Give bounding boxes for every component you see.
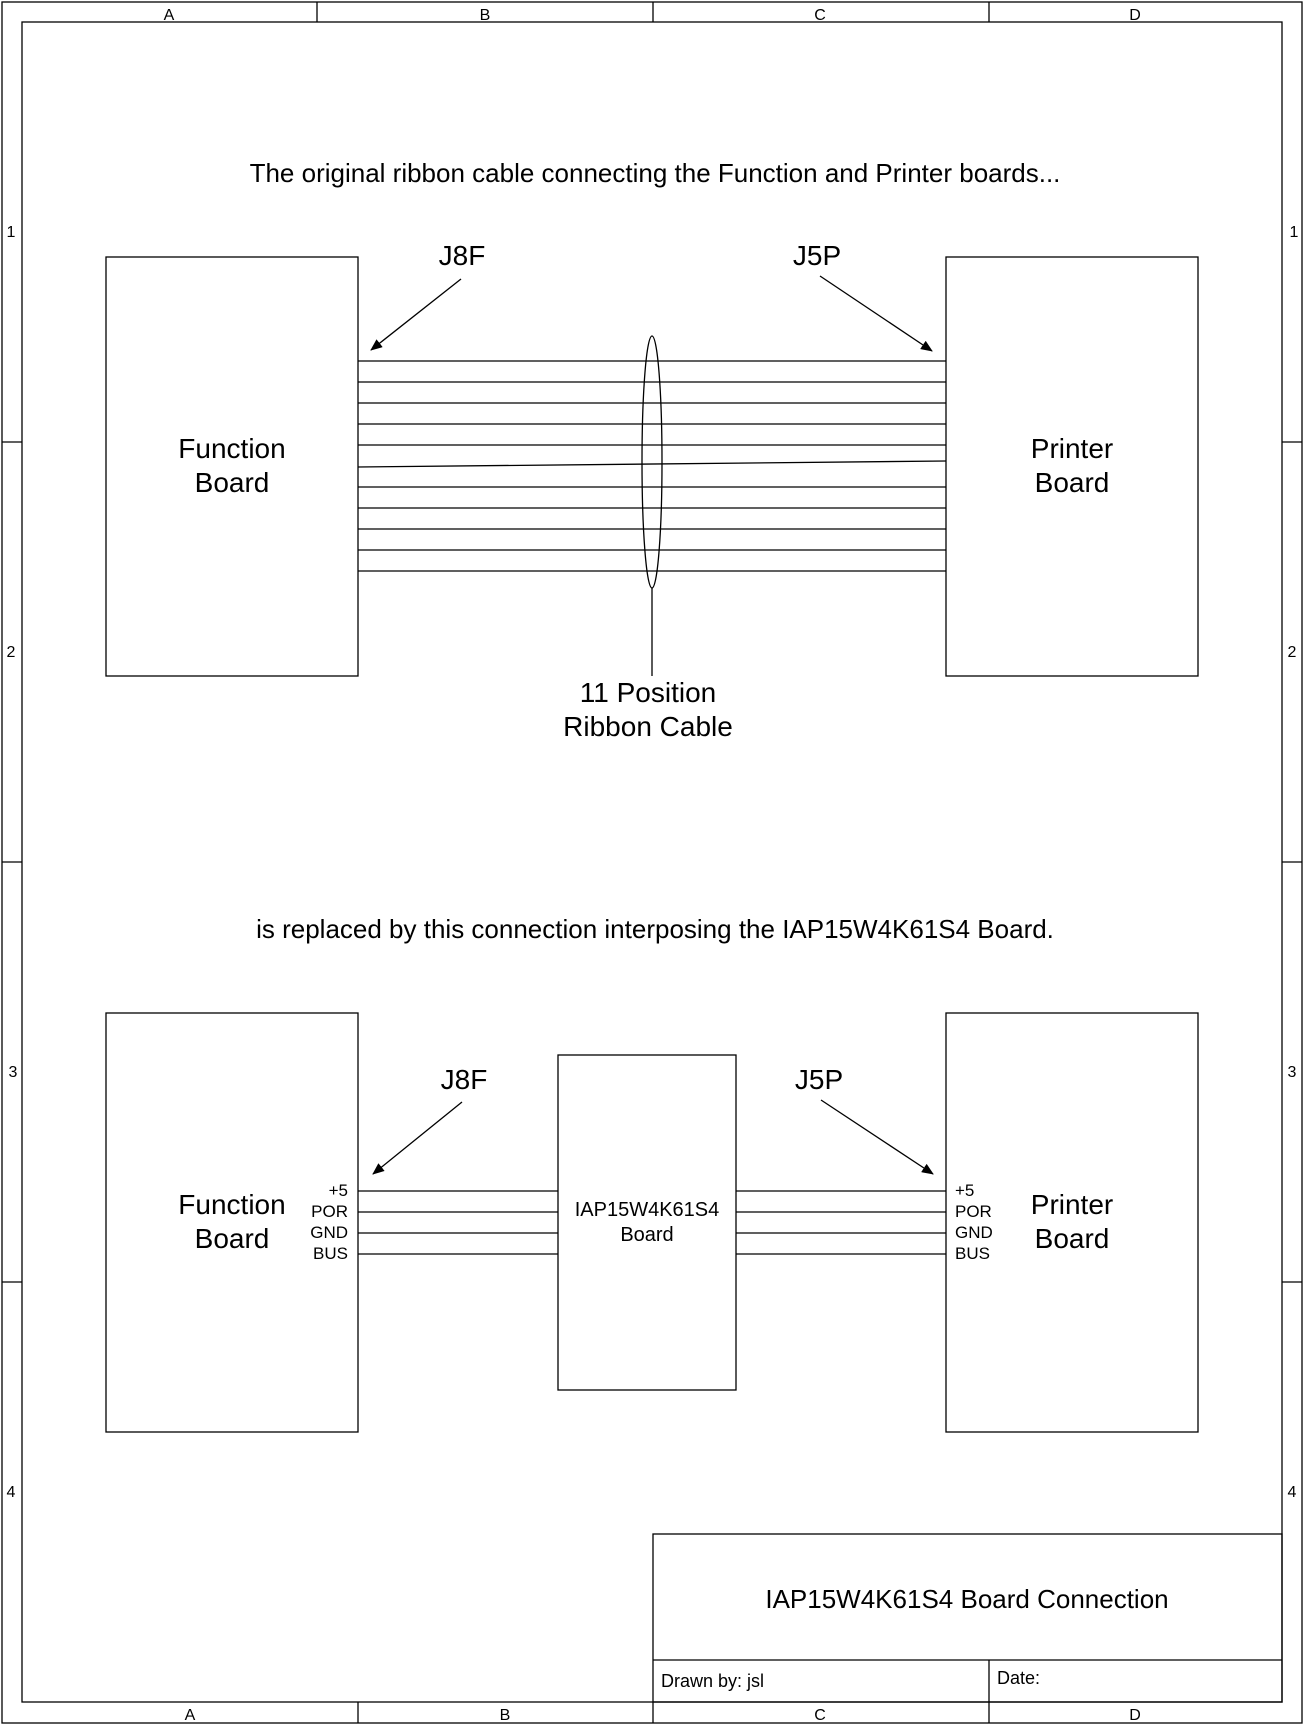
- connector-j5p-label-top: J5P: [793, 240, 841, 271]
- function-board-box-bottom: [105, 1012, 359, 1433]
- function-board-label-line2: Board: [195, 467, 270, 498]
- zone-row-3-right: 3: [1288, 1064, 1297, 1081]
- signal-label-left-por: POR: [311, 1202, 348, 1221]
- connector-j8f-arrow-top: [370, 278, 462, 351]
- signal-label-left-gnd: GND: [310, 1223, 348, 1242]
- title-block-date: Date:: [997, 1668, 1040, 1688]
- zone-row-4-right: 4: [1288, 1484, 1297, 1501]
- signal-label-right-gnd: GND: [955, 1223, 993, 1242]
- iap-board-box: [557, 1054, 737, 1391]
- printer-board-label-bottom-line2: Board: [1035, 1223, 1110, 1254]
- zone-row-4-left: 4: [7, 1484, 16, 1501]
- connector-j5p-arrow-bottom: [820, 1099, 934, 1175]
- title-block: [652, 1533, 1283, 1703]
- wires-function-to-iap: [358, 1190, 558, 1255]
- zone-col-c-top: C: [814, 7, 826, 24]
- connector-j8f-label-top: J8F: [439, 240, 486, 271]
- printer-board-label-line1: Printer: [1031, 433, 1113, 464]
- function-board-label-line1: Function: [178, 433, 285, 464]
- signal-label-right-bus: BUS: [955, 1244, 990, 1263]
- signal-label-left-bus: BUS: [313, 1244, 348, 1263]
- connector-j8f-label-bottom: J8F: [441, 1064, 488, 1095]
- zone-row-3-left: 3: [9, 1064, 18, 1081]
- zone-col-a-top: A: [164, 7, 175, 24]
- function-board-label-bottom-line1: Function: [178, 1189, 285, 1220]
- connector-j5p-label-bottom: J5P: [795, 1064, 843, 1095]
- iap-board-label-line2: Board: [620, 1224, 673, 1246]
- printer-board-label-bottom-line1: Printer: [1031, 1189, 1113, 1220]
- printer-board-box-top: [945, 256, 1199, 677]
- title-block-drawn-by: Drawn by: jsl: [661, 1671, 764, 1691]
- connector-j8f-arrow-bottom: [372, 1101, 463, 1175]
- wires-iap-to-printer: [736, 1190, 946, 1255]
- iap-board-label-line1: IAP15W4K61S4: [575, 1199, 720, 1221]
- zone-col-d-top: D: [1129, 7, 1141, 24]
- connector-j5p-arrow-top: [819, 275, 933, 352]
- zone-row-1-left: 1: [7, 224, 16, 241]
- signal-label-right-5v: +5: [955, 1181, 974, 1200]
- ribbon-cable-wires: [357, 360, 947, 572]
- zone-row-1-right: 1: [1290, 224, 1299, 241]
- cable-label-line1: 11 Position: [580, 677, 716, 708]
- printer-board-box-bottom: [945, 1012, 1199, 1433]
- zone-row-2-left: 2: [7, 644, 16, 661]
- function-board-label-bottom-line2: Board: [195, 1223, 270, 1254]
- zone-row-2-right: 2: [1288, 644, 1297, 661]
- title-block-title: IAP15W4K61S4 Board Connection: [765, 1584, 1168, 1614]
- zone-col-d-bottom: D: [1129, 1707, 1141, 1724]
- signal-label-left-5v: +5: [329, 1181, 348, 1200]
- bottom-caption: is replaced by this connection interposi…: [256, 914, 1054, 944]
- top-caption: The original ribbon cable connecting the…: [250, 158, 1061, 188]
- cable-label-line2: Ribbon Cable: [563, 711, 733, 742]
- printer-board-label-line2: Board: [1035, 467, 1110, 498]
- signal-label-right-por: POR: [955, 1202, 992, 1221]
- zone-col-b-bottom: B: [500, 1707, 511, 1724]
- zone-col-b-top: B: [480, 7, 491, 24]
- zone-col-c-bottom: C: [814, 1707, 826, 1724]
- zone-col-a-bottom: A: [185, 1707, 196, 1724]
